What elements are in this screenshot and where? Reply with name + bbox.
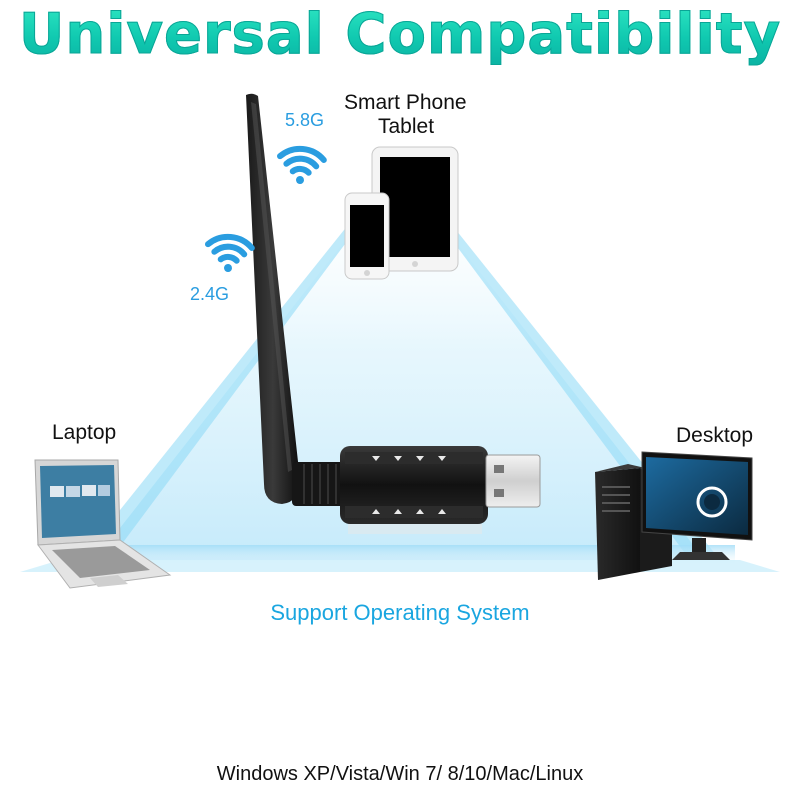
band-24g-label: 2.4G [190, 284, 230, 304]
wifi-icon [277, 145, 327, 184]
desktop-pc [595, 451, 753, 580]
os-list: Windows XP/Vista/Win 7/ 8/10/Mac/Linux [216, 763, 584, 785]
band-5g-label: 5.8G [285, 110, 325, 130]
wifi-icon [205, 233, 255, 272]
desktop-label: Desktop [676, 424, 754, 447]
phone [344, 192, 390, 280]
tablet-label: Tablet [378, 115, 435, 138]
laptop-label: Laptop [52, 421, 117, 444]
page-title: Universal Compatibility [0, 2, 800, 68]
tablet [371, 146, 459, 272]
smart-phone-label: Smart Phone [344, 91, 467, 114]
triangle-backdrop [20, 170, 780, 572]
support-heading: Support Operating System [270, 600, 530, 625]
antenna [246, 93, 352, 506]
laptop [34, 459, 172, 589]
usb-adapter [340, 446, 541, 534]
